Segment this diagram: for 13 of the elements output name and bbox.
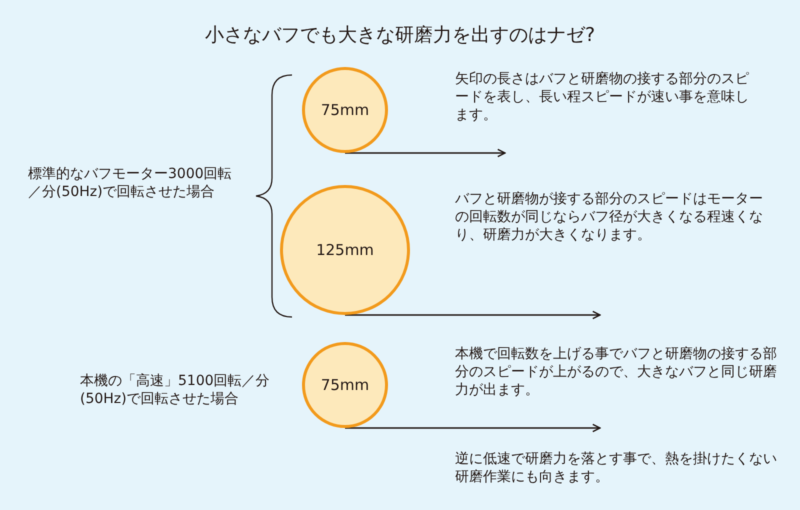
- note-text: バフと研磨物が接する部分のスピードはモーターの回転数が同じならバフ径が大きくなる程速くなり、研磨力が大きくなります。: [455, 190, 764, 245]
- note-text: 本機で回転数を上げる事でバフと研磨物の接する部分のスピードが上がるので、大きなバフと同じ研磨力が出ます。: [455, 345, 778, 400]
- title: 小さなバフでも大きな研磨力を出すのはナゼ?: [204, 23, 596, 48]
- size-label: 75mm: [320, 101, 370, 119]
- size-label: 75mm: [320, 376, 370, 394]
- arrow: [345, 310, 601, 320]
- arrow: [345, 424, 601, 432]
- note-text: 本機の「高速」5100回転／分(50Hz)で回転させた場合: [80, 372, 271, 408]
- note-text: 矢印の長さはバフと研磨物の接する部分のスピードを表し、長い程スピードが速い事を意味します。: [455, 70, 750, 125]
- size-label: 125mm: [316, 241, 374, 259]
- note-text: 標準的なバフモーター3000回転／分(50Hz)で回転させた場合: [28, 165, 233, 202]
- arrow: [345, 148, 506, 158]
- note-text: 逆に低速で研磨力を落とす事で、熱を掛けたくない研磨作業にも向きます。: [455, 450, 778, 486]
